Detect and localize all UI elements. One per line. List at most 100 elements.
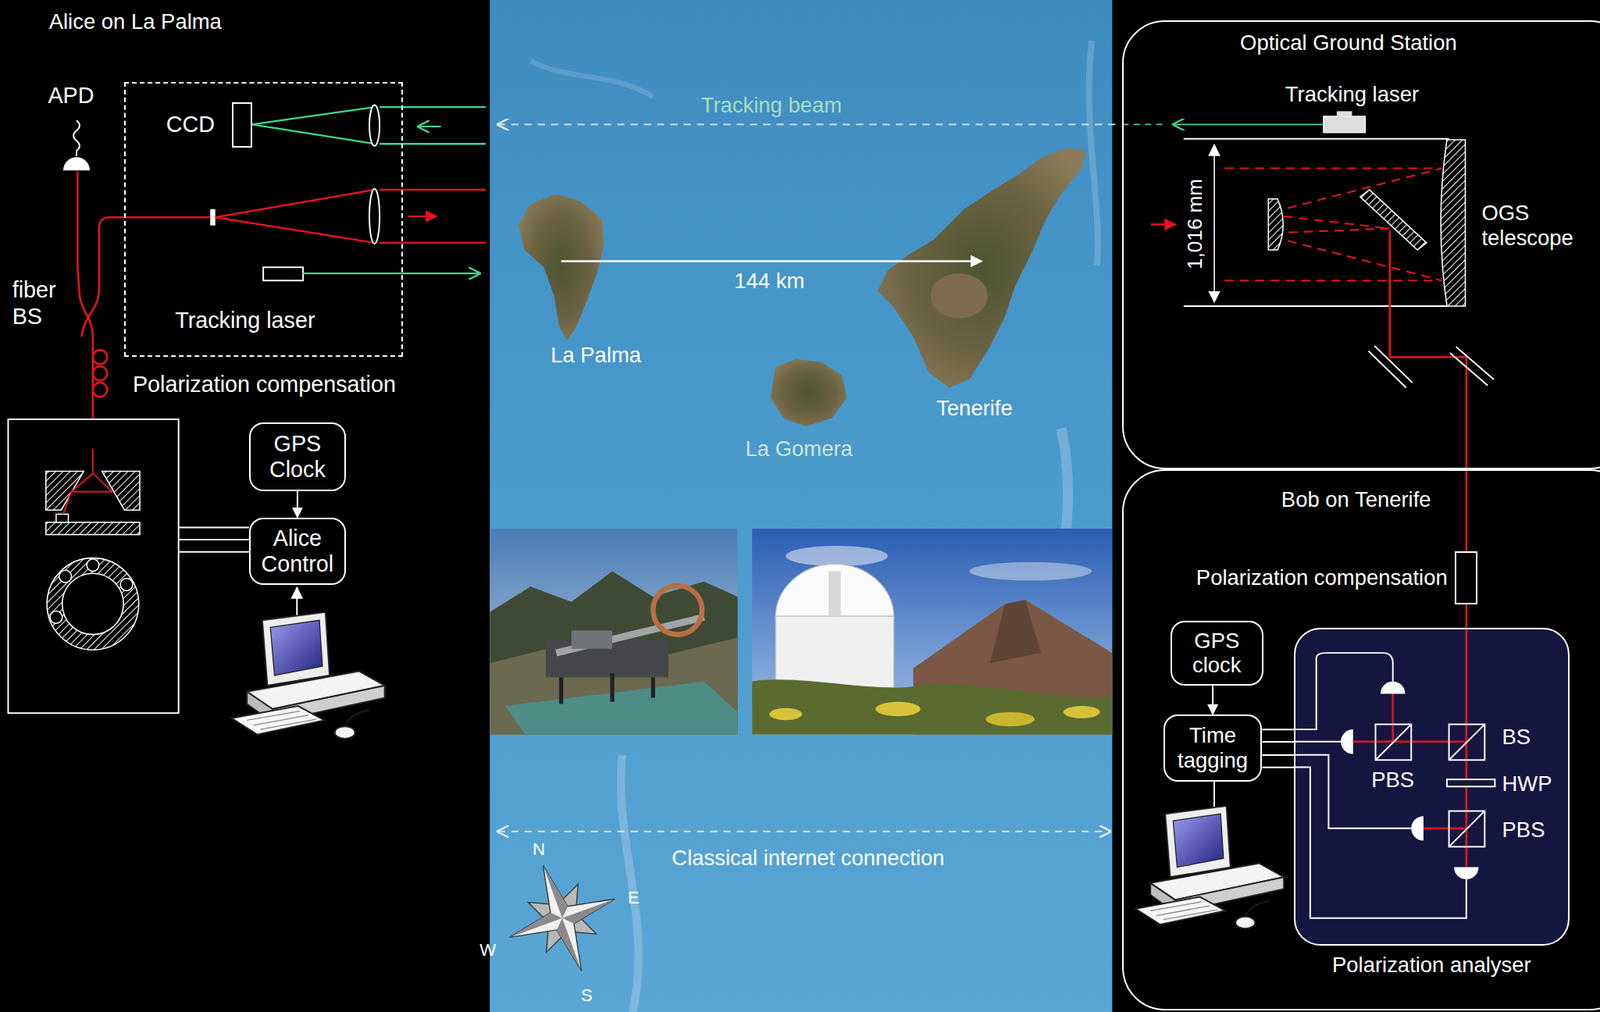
photo-ogs-dome	[828, 571, 841, 617]
box-label: GPS Clock	[253, 431, 342, 483]
map-links	[1122, 123, 1166, 125]
distance-label: 144 km	[734, 268, 805, 294]
alice-fiber-and-source	[7, 419, 179, 713]
bob-analyser-optics	[1453, 866, 1479, 880]
part-label: CCD	[166, 112, 215, 139]
bob-analyser-optics	[1449, 724, 1486, 761]
photo-ogs-dome	[785, 545, 888, 567]
bob-analyser-optics	[1391, 693, 1394, 742]
photo-alice-site	[489, 528, 738, 735]
compass-rose	[490, 846, 635, 991]
bob-analyser-optics	[1213, 781, 1216, 811]
site-title: Alice on La Palma	[49, 9, 222, 35]
satellite-map	[770, 359, 848, 427]
connector	[1464, 604, 1468, 628]
map-links	[498, 830, 1111, 833]
box-label: Time tagging	[1168, 723, 1258, 773]
compass-rose	[490, 846, 635, 991]
photo-alice-site	[489, 571, 738, 735]
alice-fiber-and-source	[120, 578, 133, 592]
alice-telescope-optics	[215, 217, 375, 243]
bob-analyser-optics	[1446, 779, 1495, 787]
link-label: Classical internet connection	[671, 845, 945, 871]
satellite-map	[877, 147, 1087, 388]
alice-fiber-and-source	[92, 349, 107, 364]
ogs-telescope	[1450, 346, 1494, 386]
alice-fiber-and-source	[63, 448, 113, 515]
map-links	[498, 124, 1324, 831]
part-label: PBS	[1502, 817, 1546, 843]
compass-letter: N	[532, 839, 546, 860]
alice-fiber-and-source	[49, 611, 63, 624]
ccd-sensor: CCD	[231, 102, 253, 149]
alice-telescope-optics	[379, 142, 486, 145]
connector	[1261, 766, 1294, 769]
ogs-telescope	[1224, 239, 1442, 281]
ogs-telescope	[1440, 139, 1465, 307]
alice-fiber-and-source	[92, 382, 107, 397]
satellite-map	[489, 0, 1112, 1012]
photo-ogs-dome	[751, 528, 1112, 735]
box-label: GPS clock	[1175, 628, 1259, 678]
compass-letter: W	[479, 940, 496, 961]
alice-telescope-optics	[369, 188, 380, 245]
ogs-telescope	[1151, 110, 1494, 470]
compass-letter: E	[627, 887, 640, 909]
alice-fiber-and-source	[178, 538, 250, 541]
box-label: Polarization analyser	[1332, 952, 1532, 978]
photo-alice-site	[505, 681, 738, 735]
part-label: HWP	[1502, 771, 1553, 797]
bob-analyser-optics	[1423, 827, 1467, 831]
ogs-telescope	[1283, 216, 1390, 233]
photo-ogs-dome	[769, 708, 802, 721]
satellite-map	[1089, 40, 1098, 265]
bob-analyser-optics	[1449, 811, 1486, 848]
alice-fiber-and-source	[295, 587, 298, 618]
ogs-telescope	[1224, 168, 1442, 210]
alice-fiber-and-source	[77, 171, 93, 419]
satellite-map	[518, 193, 605, 341]
bob-analyser-optics	[1293, 766, 1467, 918]
part-label: BS	[1502, 724, 1532, 750]
panel-title: Optical Ground Station	[1123, 30, 1573, 56]
alice-fiber-and-source	[178, 526, 250, 528]
connector	[1211, 685, 1214, 715]
photo-ogs-dome	[775, 563, 895, 617]
photo-ogs-dome	[751, 528, 1112, 735]
alice-telescope-optics	[302, 272, 480, 275]
bob-analyser-optics	[1449, 724, 1486, 761]
connector	[1261, 741, 1294, 743]
alice-fiber-and-source	[46, 558, 139, 651]
alice-fiber-and-source	[7, 120, 385, 739]
photo-ogs-dome	[985, 712, 1035, 727]
satellite-map	[489, 0, 1112, 1012]
connector	[1261, 754, 1294, 756]
alice-telescope-optics	[418, 125, 442, 128]
beam-label: Tracking beam	[701, 92, 842, 118]
map-links	[1173, 123, 1324, 125]
part-label: OGS telescope	[1481, 200, 1588, 250]
part-label: Polarization compensation	[1196, 565, 1448, 591]
alice-fiber-and-source	[73, 120, 80, 157]
compass-rose	[490, 846, 635, 991]
alice-telescope-optics	[379, 242, 486, 244]
photo-alice-site	[561, 673, 654, 704]
telescope-housing: Tracking laserCCD	[124, 81, 403, 358]
panel-title: Bob on Tenerife	[1123, 487, 1589, 513]
photo-ogs-dome	[1063, 705, 1101, 719]
bob-analyser-optics	[1411, 816, 1424, 841]
ogs-telescope	[1151, 223, 1176, 226]
part-label: fiber BS	[12, 277, 74, 329]
island-name: Tenerife	[936, 395, 1013, 421]
photo-ogs-dome	[751, 679, 1112, 735]
alice-telescope-optics	[408, 215, 438, 218]
map-links	[498, 123, 1121, 125]
ogs-telescope	[1323, 116, 1366, 133]
alice-telescope-optics	[379, 188, 486, 191]
alice-fiber-and-source	[46, 471, 84, 511]
map-links	[561, 260, 982, 263]
bob-analyser-optics	[1135, 805, 1284, 929]
bob-analyser-optics	[1293, 755, 1412, 829]
alice-telescope-optics	[252, 106, 375, 125]
part-label: PBS	[1371, 767, 1415, 793]
